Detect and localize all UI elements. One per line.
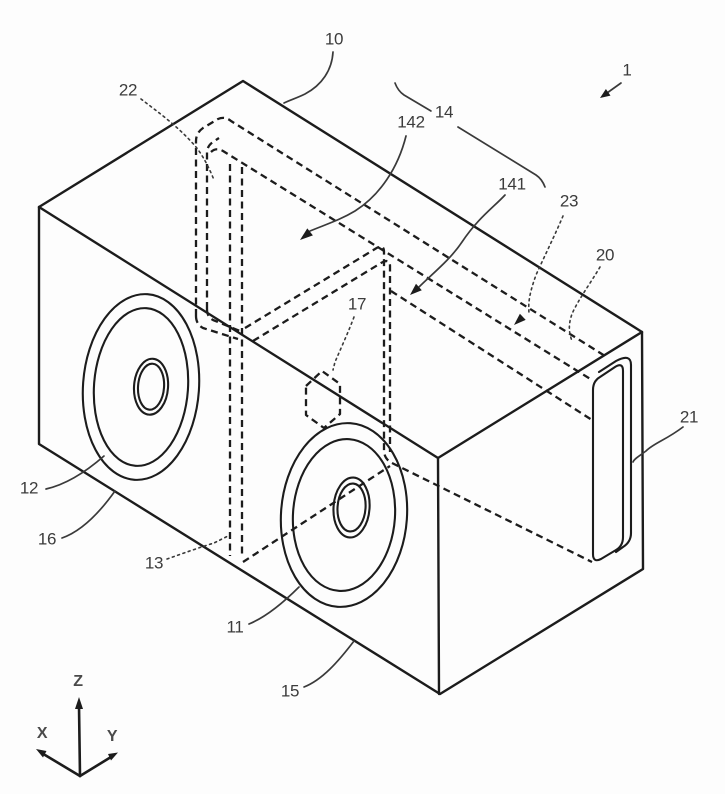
- ref-label-13: 13: [144, 553, 164, 573]
- ref-label-14: 14: [431, 103, 457, 121]
- left-woofer-cone-ring: [92, 307, 190, 467]
- bracket-14: [394, 82, 546, 188]
- right-woofer-cone-ring: [291, 438, 397, 592]
- leader-21: [632, 426, 684, 463]
- leader-11: [248, 586, 300, 625]
- left-woofer-cap-inner: [136, 362, 166, 411]
- ref-label-11: 11: [226, 617, 244, 637]
- ref-label-15: 15: [280, 681, 300, 701]
- y-axis-label: Y: [106, 728, 118, 745]
- leader-12: [45, 455, 105, 490]
- ref-label-141: 141: [498, 174, 526, 194]
- right-woofer-cap-outer: [332, 476, 371, 539]
- duct-lower-front-edge: [390, 290, 593, 421]
- arrowhead-1: [600, 89, 611, 98]
- leader-1: [606, 82, 622, 94]
- speaker-box: [37, 79, 645, 696]
- port-slot-outer-edge: [597, 356, 633, 554]
- ref-label-1: 1: [622, 60, 632, 80]
- left-woofer-outer-ring: [81, 293, 201, 481]
- right-woofer-cap-inner: [336, 482, 367, 533]
- x-axis-arrowhead: [36, 749, 47, 758]
- duct-left-outer-wall-and-top-edge: [194, 116, 606, 357]
- reference-leaders: [45, 51, 684, 688]
- axis-indicator: [36, 697, 118, 778]
- ref-label-16: 16: [37, 529, 57, 549]
- ref-label-12: 12: [19, 478, 39, 498]
- arrowhead-141: [410, 283, 422, 295]
- duct-bottom-bend-inner: [205, 308, 241, 333]
- arrowhead-23: [514, 313, 526, 325]
- leader-17-dotted: [332, 316, 355, 371]
- ref-label-10: 10: [324, 29, 344, 49]
- box-inner-edges: [37, 205, 644, 696]
- y-axis-arrowhead: [108, 752, 118, 761]
- duct-opening-inner-edge-and-front-top-edge: [210, 148, 593, 381]
- right-woofer: [279, 422, 409, 608]
- leader-141: [418, 194, 506, 288]
- duct-rear-run-inner: [252, 259, 392, 452]
- duct-left-inner-wall: [205, 137, 220, 309]
- ref-label-142: 142: [397, 112, 425, 132]
- leader-23-dotted: [527, 215, 564, 314]
- leader-13-dotted: [166, 535, 229, 560]
- ref-label-20: 20: [595, 245, 615, 265]
- z-axis-line: [77, 704, 82, 778]
- ref-label-21: 21: [679, 407, 699, 427]
- inner-box-17: [304, 369, 342, 430]
- leader-10: [283, 51, 334, 104]
- left-woofer: [81, 293, 201, 481]
- leader-15: [303, 640, 355, 688]
- bracket-14-left: [394, 82, 432, 112]
- x-axis-line: [43, 753, 82, 778]
- leader-142: [309, 135, 407, 232]
- ref-label-17: 17: [347, 294, 367, 314]
- leader-16: [61, 490, 116, 539]
- z-axis-arrowhead: [75, 697, 83, 709]
- x-axis-label: X: [36, 725, 48, 742]
- duct-rear-run-outer: [244, 245, 593, 564]
- internal-duct-structure: [194, 116, 606, 564]
- box-outline: [37, 79, 645, 696]
- leader-22-dotted: [140, 98, 215, 181]
- port-slot: [591, 356, 633, 562]
- left-woofer-cap-outer: [132, 357, 170, 416]
- chamber-bottom-edge: [242, 465, 391, 563]
- ref-label-23: 23: [559, 191, 579, 211]
- ref-label-22: 22: [118, 80, 138, 100]
- leader-20-dotted: [568, 266, 601, 342]
- y-axis-line: [78, 755, 113, 778]
- duct-bottom-bend-outer: [194, 315, 239, 341]
- port-slot-outline: [591, 364, 625, 562]
- right-woofer-outer-ring: [279, 422, 409, 608]
- bracket-14-right: [457, 126, 546, 188]
- z-axis-label: Z: [73, 673, 83, 690]
- arrowhead-142: [300, 228, 313, 240]
